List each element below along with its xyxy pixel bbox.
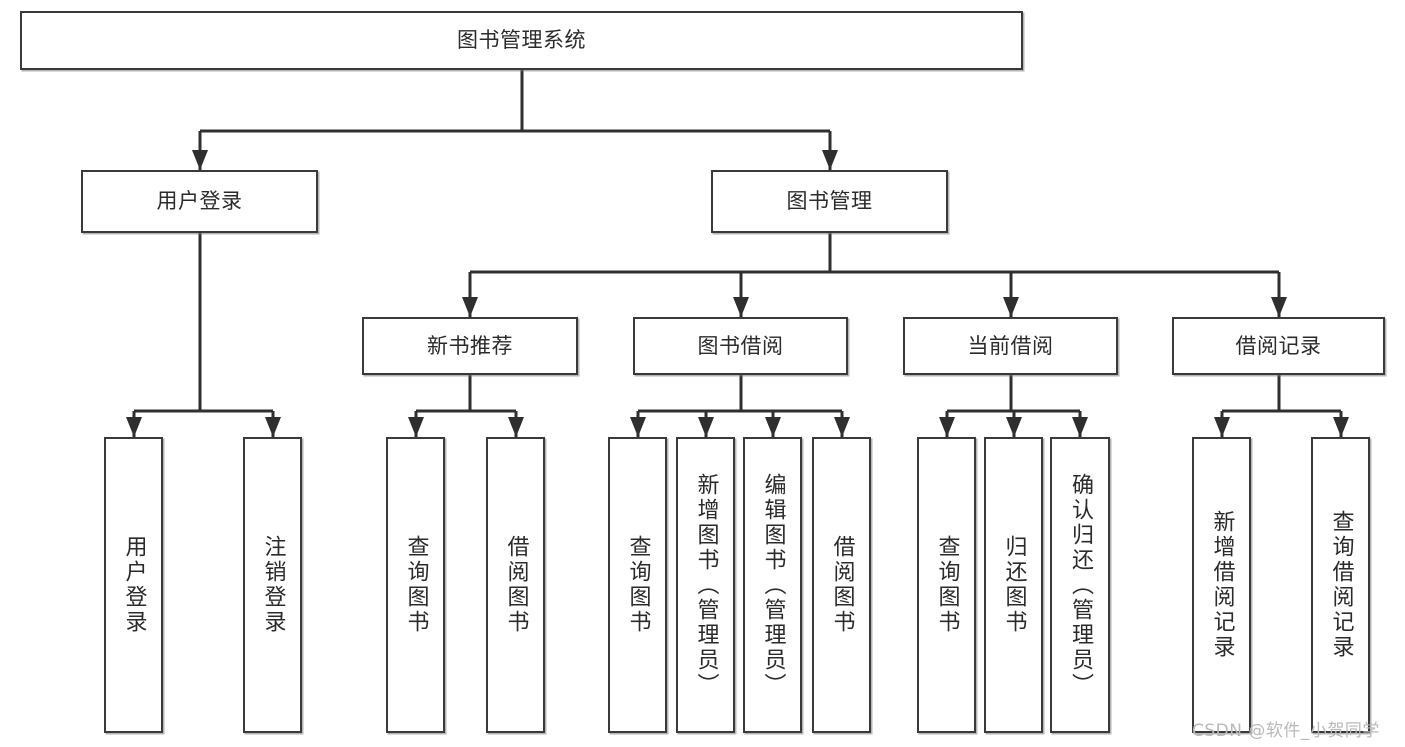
arrow-head-borrow: [733, 297, 749, 317]
node-label-c_confirm: 确认归还（管理员）: [1068, 472, 1093, 698]
arrow-head-login: [192, 150, 208, 170]
arrow-head-current: [1003, 297, 1019, 317]
node-current[interactable]: 当前借阅: [903, 317, 1118, 375]
node-l_logout[interactable]: 注销登录: [243, 437, 302, 733]
arrow-head-l_login: [126, 417, 142, 437]
node-c_query[interactable]: 查询图书: [917, 437, 976, 733]
node-borrow[interactable]: 图书借阅: [633, 317, 848, 375]
arrow-head-records: [1271, 297, 1287, 317]
node-r_add[interactable]: 新增借阅记录: [1192, 437, 1251, 733]
arrow-head-b_query: [630, 417, 646, 437]
node-c_return[interactable]: 归还图书: [984, 437, 1043, 733]
node-label-records: 借阅记录: [1235, 333, 1322, 358]
arrow-head-bookmgmt: [822, 150, 838, 170]
node-login[interactable]: 用户登录: [81, 170, 318, 233]
node-bookmgmt[interactable]: 图书管理: [711, 170, 948, 233]
arrow-head-b_edit: [765, 417, 781, 437]
node-label-r_add: 新增借阅记录: [1209, 510, 1235, 660]
arrow-head-l_logout: [265, 417, 281, 437]
node-label-bookmgmt: 图书管理: [786, 189, 873, 214]
node-b_add[interactable]: 新增图书（管理员）: [676, 437, 735, 733]
node-label-current: 当前借阅: [967, 333, 1054, 358]
node-label-b_add: 新增图书（管理员）: [693, 472, 719, 698]
node-label-login: 用户登录: [156, 189, 243, 214]
node-c_confirm[interactable]: 确认归还（管理员）: [1050, 437, 1110, 733]
node-b_edit[interactable]: 编辑图书（管理员）: [743, 437, 802, 733]
arrow-head-c_query: [939, 417, 955, 437]
node-l_login[interactable]: 用户登录: [104, 437, 163, 733]
node-label-l_login: 用户登录: [121, 535, 147, 635]
arrow-head-b_borrow: [834, 417, 850, 437]
node-newbook[interactable]: 新书推荐: [362, 317, 578, 375]
arrow-head-n_query: [408, 417, 424, 437]
node-b_borrow[interactable]: 借阅图书: [812, 437, 871, 733]
node-label-root: 图书管理系统: [457, 28, 586, 53]
arrow-head-newbook: [462, 297, 478, 317]
csdn-watermark: CSDN @软件_小贺同学: [1192, 721, 1380, 741]
arrow-head-b_add: [698, 417, 714, 437]
arrow-head-c_return: [1006, 417, 1022, 437]
node-label-borrow: 图书借阅: [697, 333, 784, 358]
node-n_query[interactable]: 查询图书: [386, 437, 445, 733]
node-r_query[interactable]: 查询借阅记录: [1311, 437, 1370, 733]
node-root[interactable]: 图书管理系统: [20, 11, 1023, 70]
node-n_borrow[interactable]: 借阅图书: [486, 437, 545, 733]
node-label-n_borrow: 借阅图书: [503, 535, 529, 635]
node-label-n_query: 查询图书: [403, 535, 429, 635]
node-label-c_query: 查询图书: [934, 535, 960, 635]
node-label-r_query: 查询借阅记录: [1328, 510, 1354, 660]
node-label-l_logout: 注销登录: [260, 535, 286, 635]
arrow-head-r_add: [1214, 417, 1230, 437]
arrow-head-r_query: [1333, 417, 1349, 437]
node-label-b_borrow: 借阅图书: [829, 535, 855, 635]
node-records[interactable]: 借阅记录: [1172, 317, 1385, 375]
node-label-b_edit: 编辑图书（管理员）: [760, 472, 786, 698]
node-label-c_return: 归还图书: [1001, 535, 1027, 635]
node-b_query[interactable]: 查询图书: [608, 437, 667, 733]
node-label-newbook: 新书推荐: [427, 333, 513, 358]
arrow-head-n_borrow: [508, 417, 524, 437]
arrow-head-c_confirm: [1072, 417, 1088, 437]
node-label-b_query: 查询图书: [625, 535, 651, 635]
